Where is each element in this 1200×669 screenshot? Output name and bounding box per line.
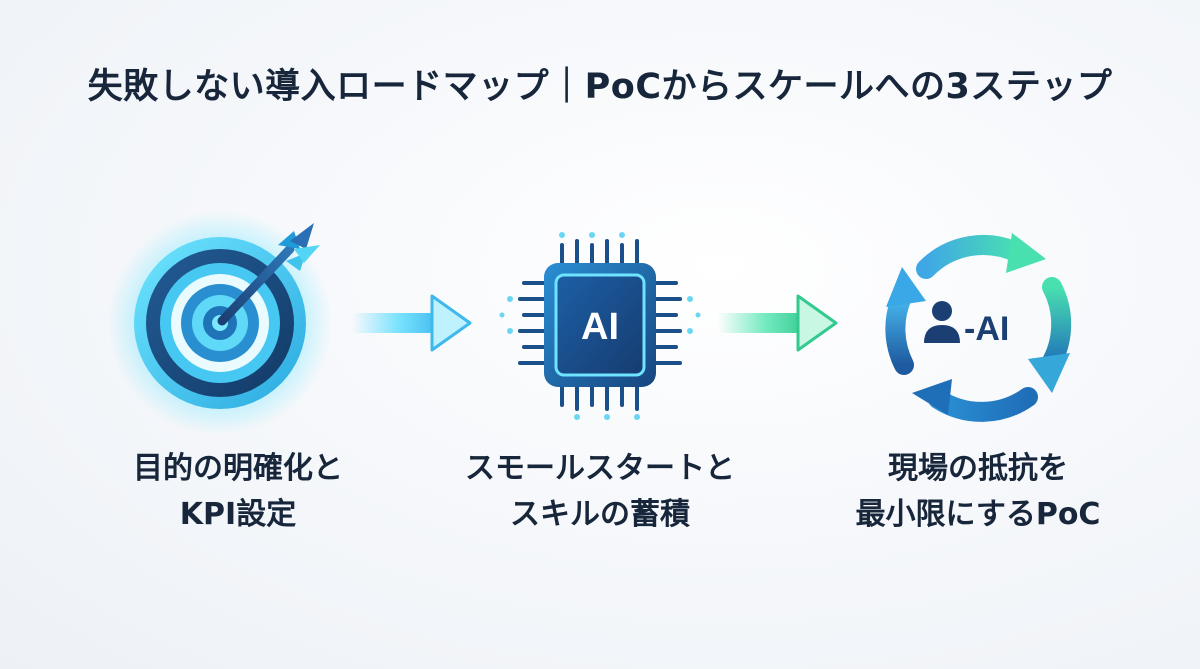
step-1-label-line-1: 目的の明確化と — [133, 451, 343, 486]
right-arrow-icon — [352, 288, 482, 358]
step-3-label-line-2: 最小限にするPoC — [855, 497, 1101, 532]
step-2-label-line-1: スモールスタートと — [465, 451, 735, 486]
step-1-label: 目的の明確化と KPI設定 — [78, 446, 398, 538]
chip-label: AI — [581, 306, 619, 348]
step-2-label-line-2: スキルの蓄積 — [510, 497, 690, 532]
right-arrow-icon — [718, 288, 848, 358]
step-2-label: スモールスタートと スキルの蓄積 — [440, 446, 760, 538]
page-title: 失敗しない導入ロードマップ｜PoCからスケールへの3ステップ — [87, 67, 1113, 107]
target-arrow-icon — [108, 205, 358, 445]
step-3-label: 現場の抵抗を 最小限にするPoC — [818, 446, 1138, 538]
human-ai-cycle-icon: -AI — [868, 215, 1088, 435]
step-1-label-line-2: KPI設定 — [179, 497, 297, 532]
step-3-label-line-1: 現場の抵抗を — [888, 451, 1068, 486]
ai-chip-icon: AI — [480, 225, 720, 425]
cycle-label: -AI — [964, 310, 1009, 348]
